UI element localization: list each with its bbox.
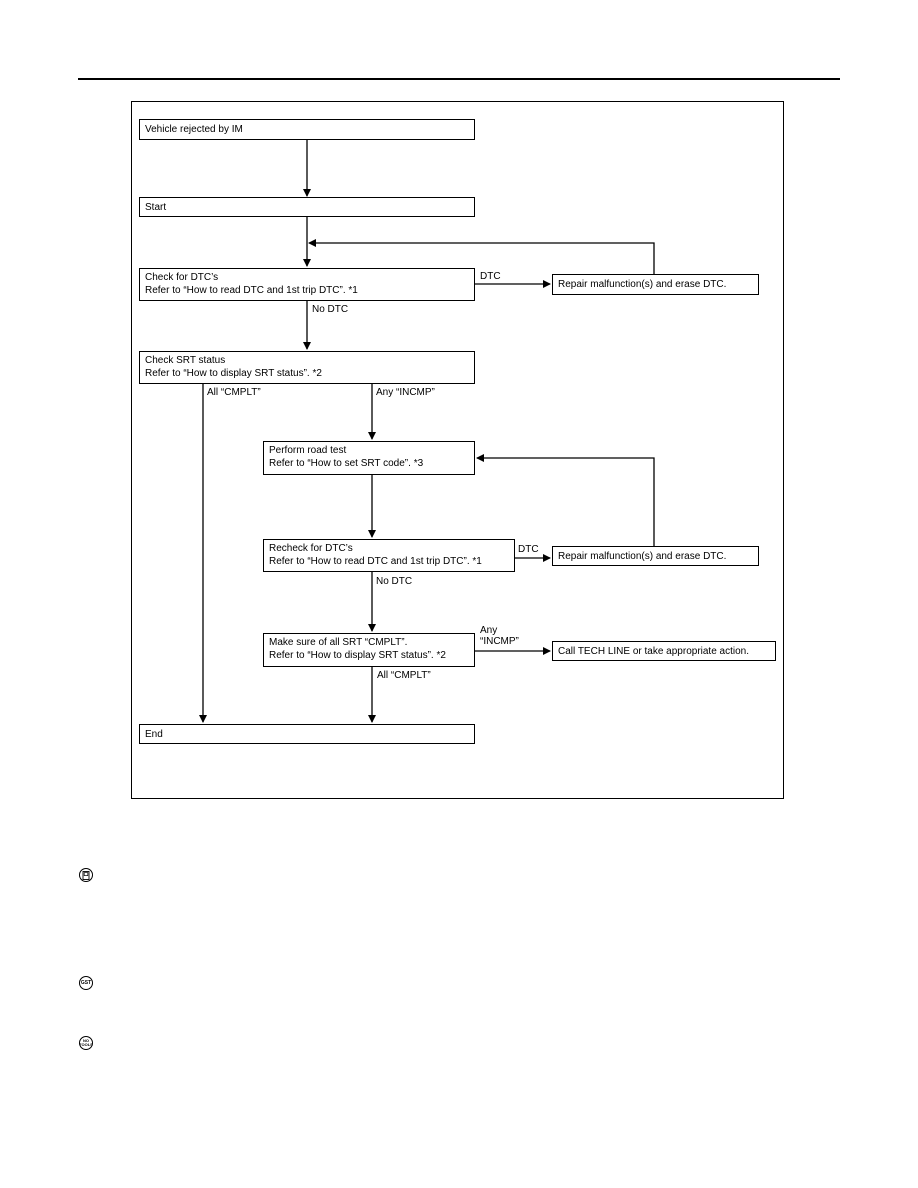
node-make-sure: Make sure of all SRT “CMPLT”. Refer to “… — [263, 633, 475, 667]
flowchart-frame — [131, 101, 784, 799]
node-repair-2: Repair malfunction(s) and erase DTC. — [552, 546, 759, 566]
node-repair-1: Repair malfunction(s) and erase DTC. — [552, 274, 759, 295]
label-all-cmplt-2: All “CMPLT” — [377, 670, 431, 681]
label-no-dtc-1: No DTC — [312, 304, 349, 315]
node-recheck-dtc: Recheck for DTC’s Refer to “How to read … — [263, 539, 515, 572]
header-rule — [78, 78, 840, 80]
node-recheck-dtc-line2: Refer to “How to read DTC and 1st trip D… — [269, 556, 482, 567]
node-check-dtc-line1: Check for DTC’s — [145, 272, 219, 283]
node-call-tech-text: Call TECH LINE or take appropriate actio… — [558, 645, 750, 657]
node-call-tech: Call TECH LINE or take appropriate actio… — [552, 641, 776, 661]
node-road-test-line1: Perform road test — [269, 445, 347, 456]
label-no-dtc-2: No DTC — [376, 576, 413, 587]
gst-icon-text: GST — [80, 979, 92, 986]
node-start: Start — [139, 197, 475, 217]
consult-tool-icon — [79, 868, 93, 882]
node-vehicle-rejected-text: Vehicle rejected by IM — [145, 124, 243, 135]
edge-repair-loop-2 — [476, 454, 655, 546]
node-recheck-dtc-line1: Recheck for DTC’s — [269, 543, 353, 554]
node-start-text: Start — [145, 201, 167, 213]
no-tools-icon-line1: NO — [83, 1038, 89, 1043]
edge-repair-loop-1 — [308, 239, 655, 274]
node-make-sure-line2: Refer to “How to display SRT status”. *2 — [269, 650, 446, 661]
label-dtc-2: DTC — [518, 544, 539, 555]
label-dtc-1: DTC — [480, 271, 501, 282]
node-check-srt-line1: Check SRT status — [145, 355, 226, 366]
gst-icon: GST — [79, 976, 93, 990]
label-any-incmp-1: Any “INCMP” — [376, 387, 435, 398]
node-road-test-line2: Refer to “How to set SRT code”. *3 — [269, 458, 424, 469]
node-make-sure-line1: Make sure of all SRT “CMPLT”. — [269, 637, 408, 648]
node-end-text: End — [145, 728, 163, 740]
node-repair-1-text: Repair malfunction(s) and erase DTC. — [558, 279, 727, 290]
no-tools-icon-line2: TOOLS — [79, 1042, 93, 1047]
node-end: End — [139, 724, 475, 744]
node-check-dtc-line2: Refer to “How to read DTC and 1st trip D… — [145, 285, 358, 296]
label-all-cmplt-1: All “CMPLT” — [207, 387, 261, 398]
label-any-incmp-2-line2: “INCMP” — [480, 636, 519, 647]
node-road-test: Perform road test Refer to “How to set S… — [263, 441, 475, 475]
node-repair-2-text: Repair malfunction(s) and erase DTC. — [558, 550, 727, 562]
node-check-srt: Check SRT status Refer to “How to displa… — [139, 351, 475, 384]
node-check-dtc: Check for DTC’s Refer to “How to read DT… — [139, 268, 475, 301]
label-any-incmp-2-line1: Any — [480, 625, 498, 636]
consult-tool-icon-glyph — [82, 870, 90, 880]
no-tools-icon: NO TOOLS — [79, 1036, 93, 1050]
node-check-srt-line2: Refer to “How to display SRT status”. *2 — [145, 368, 322, 379]
node-vehicle-rejected: Vehicle rejected by IM — [139, 119, 475, 140]
